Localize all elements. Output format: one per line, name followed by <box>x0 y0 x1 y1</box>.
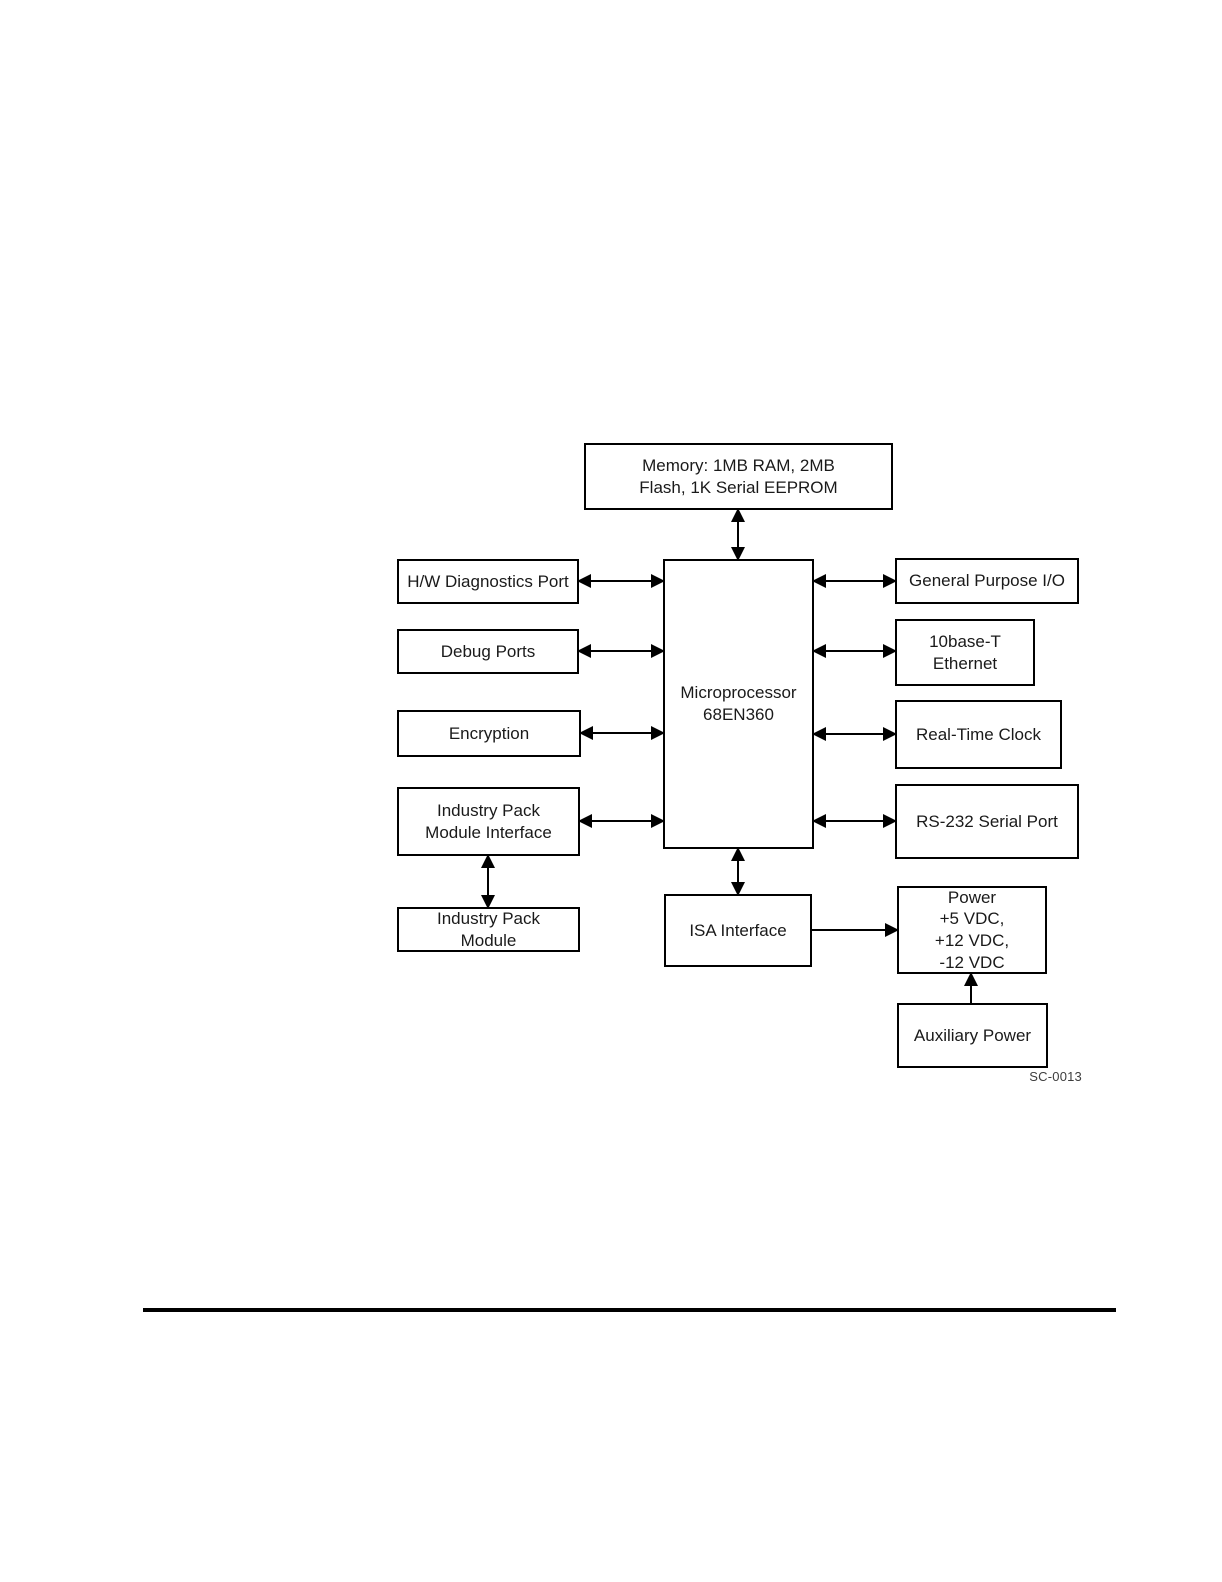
arrowhead-right-icon <box>651 726 665 740</box>
arrowhead-right-icon <box>651 574 665 588</box>
block-industry-pack-module: Industry Pack Module <box>397 907 580 952</box>
block-memory: Memory: 1MB RAM, 2MB Flash, 1K Serial EE… <box>584 443 893 510</box>
arrow-microprocessor-general-purpose-io <box>812 574 897 588</box>
arrowhead-right-icon <box>651 644 665 658</box>
arrowhead-right-icon <box>651 814 665 828</box>
block-power: Power +5 VDC, +12 VDC, -12 VDC <box>897 886 1047 974</box>
block-microprocessor: Microprocessor 68EN360 <box>663 559 814 849</box>
arrow-isa-interface-power <box>812 923 899 937</box>
block-isa-interface: ISA Interface <box>664 894 812 967</box>
arrowhead-right-icon <box>883 814 897 828</box>
block-industry-pack-module-interface: Industry Pack Module Interface <box>397 787 580 856</box>
figure-code: SC-0013 <box>1029 1069 1082 1084</box>
arrow-microprocessor-isa-interface <box>731 847 745 896</box>
arrowhead-right-icon <box>885 923 899 937</box>
arrowhead-down-icon <box>731 547 745 561</box>
arrowhead-left-icon <box>577 644 591 658</box>
arrowhead-right-icon <box>883 727 897 741</box>
arrowhead-right-icon <box>883 574 897 588</box>
arrow-microprocessor-real-time-clock <box>812 727 897 741</box>
arrowhead-left-icon <box>812 644 826 658</box>
arrowhead-up-icon <box>481 854 495 868</box>
arrowhead-up-icon <box>731 847 745 861</box>
arrow-encryption-microprocessor <box>579 726 665 740</box>
arrow-auxiliary-power-power <box>964 972 978 1003</box>
block-debug-ports: Debug Ports <box>397 629 579 674</box>
arrowhead-left-icon <box>578 814 592 828</box>
arrowhead-up-icon <box>731 508 745 522</box>
arrow-industry-pack-interface-module <box>481 854 495 909</box>
block-auxiliary-power: Auxiliary Power <box>897 1003 1048 1068</box>
arrow-industry-pack-interface-microprocessor <box>578 814 665 828</box>
arrow-memory-microprocessor <box>731 508 745 561</box>
arrowhead-left-icon <box>577 574 591 588</box>
block-encryption: Encryption <box>397 710 581 757</box>
arrowhead-left-icon <box>812 814 826 828</box>
arrow-hw-diagnostics-microprocessor <box>577 574 665 588</box>
arrow-microprocessor-rs232 <box>812 814 897 828</box>
footer-rule <box>143 1308 1116 1312</box>
block-real-time-clock: Real-Time Clock <box>895 700 1062 769</box>
arrow-microprocessor-ethernet <box>812 644 897 658</box>
arrowhead-down-icon <box>731 882 745 896</box>
block-general-purpose-io: General Purpose I/O <box>895 558 1079 604</box>
arrowhead-left-icon <box>812 574 826 588</box>
arrowhead-right-icon <box>883 644 897 658</box>
arrowhead-left-icon <box>812 727 826 741</box>
block-hw-diagnostics-port: H/W Diagnostics Port <box>397 559 579 604</box>
block-rs232-serial-port: RS-232 Serial Port <box>895 784 1079 859</box>
arrowhead-up-icon <box>964 972 978 986</box>
block-10base-t-ethernet: 10base-T Ethernet <box>895 619 1035 686</box>
arrowhead-down-icon <box>481 895 495 909</box>
arrowhead-left-icon <box>579 726 593 740</box>
arrow-debug-ports-microprocessor <box>577 644 665 658</box>
